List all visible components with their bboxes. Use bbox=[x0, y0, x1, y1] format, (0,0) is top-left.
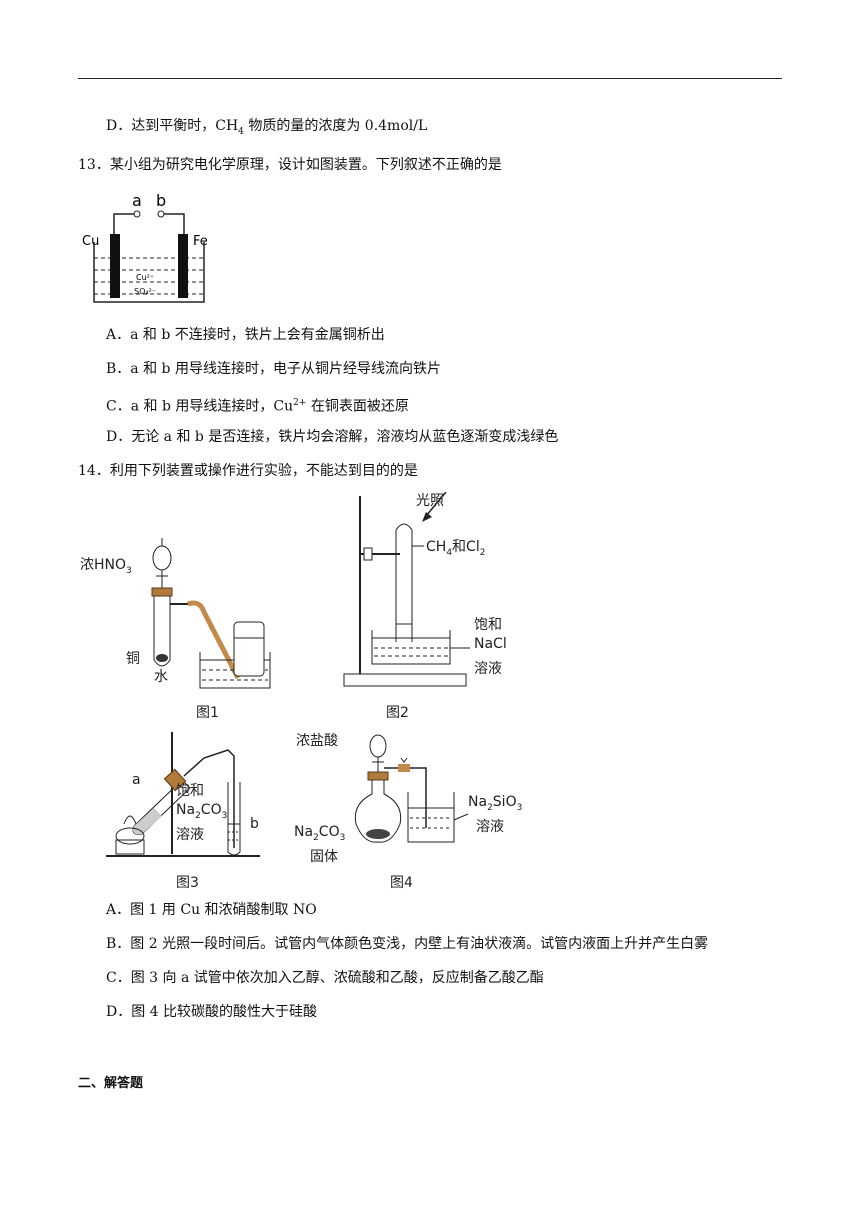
fig4-apparatus bbox=[354, 734, 469, 843]
fig2-caption: 图2 bbox=[386, 705, 409, 721]
q14-option-a: A．图 1 用 Cu 和浓硝酸制取 NO bbox=[106, 902, 317, 918]
q14-option-b: B．图 2 光照一段时间后。试管内气体颜色变浅，内壁上有油状液滴。试管内液面上升… bbox=[106, 936, 709, 952]
q12-option-d: D．达到平衡时，CH4 物质的量的浓度为 0.4mol/L bbox=[106, 118, 428, 137]
terminal-b-label: b bbox=[156, 191, 166, 210]
q14-stem: 14．利用下列装置或操作进行实验，不能达到目的的是 bbox=[78, 463, 418, 479]
cu-electrode bbox=[110, 234, 120, 298]
fig3-solution-line3: 溶液 bbox=[176, 827, 204, 843]
fig3-apparatus bbox=[106, 732, 260, 857]
fig3-tube-b-label: b bbox=[250, 816, 259, 832]
cu-ion-label: Cu²⁺ bbox=[136, 273, 154, 282]
fig2-solution-line2: NaCl bbox=[474, 636, 507, 652]
terminal-a-label: a bbox=[132, 191, 142, 210]
fig1-acid-label: 浓HNO3 bbox=[80, 557, 132, 576]
fig2-solution-line3: 溶液 bbox=[474, 661, 502, 677]
fig2-gas-label: CH4和Cl2 bbox=[426, 539, 486, 558]
q13-stem: 13．某小组为研究电化学原理，设计如图装置。下列叙述不正确的是 bbox=[78, 157, 502, 173]
q13-option-c: C．a 和 b 用导线连接时，Cu2+ 在铜表面被还原 bbox=[106, 398, 409, 415]
fig4-beaker-line2: 溶液 bbox=[476, 819, 504, 835]
sulfate-ion-label: SO₄²⁻ bbox=[134, 287, 156, 296]
fig4-caption: 图4 bbox=[390, 875, 413, 891]
fig2-apparatus bbox=[343, 492, 470, 687]
q14-option-d: D．图 4 比较碳酸的酸性大于硅酸 bbox=[106, 1004, 318, 1020]
cu-electrode-label: Cu bbox=[82, 234, 99, 249]
fig4-acid-label: 浓盐酸 bbox=[296, 733, 338, 749]
fig4-solid-line1: Na2CO3 bbox=[294, 824, 346, 843]
fig4-solid-line2: 固体 bbox=[310, 849, 338, 865]
fig3-solution-line1: 饱和 bbox=[176, 783, 204, 799]
fig3-solution-line2: Na2CO3 bbox=[176, 802, 228, 821]
fig1-water-label: 水 bbox=[154, 669, 168, 685]
terminal-b bbox=[157, 210, 165, 218]
fig2-light-label: 光照 bbox=[416, 493, 444, 509]
q13-option-d: D．无论 a 和 b 是否连接，铁片均会溶解，溶液均从蓝色逐渐变成浅绿色 bbox=[106, 429, 559, 445]
q13-option-b: B．a 和 b 用导线连接时，电子从铜片经导线流向铁片 bbox=[106, 361, 441, 377]
fig3-caption: 图3 bbox=[176, 875, 199, 891]
fe-electrode bbox=[178, 234, 188, 298]
beaker bbox=[93, 242, 205, 303]
q14-option-c: C．图 3 向 a 试管中依次加入乙醇、浓硫酸和乙酸，反应制备乙酸乙酯 bbox=[106, 970, 544, 986]
section-heading: 二、解答题 bbox=[78, 1076, 144, 1091]
q13-electrochem-figure: a b Cu Fe Cu²⁺ SO₄²⁻ bbox=[82, 191, 208, 303]
terminal-a bbox=[133, 210, 141, 218]
fig1-apparatus bbox=[151, 538, 271, 689]
fig1-copper-label: 铜 bbox=[126, 651, 140, 667]
q13-option-a: A．a 和 b 不连接时，铁片上会有金属铜析出 bbox=[106, 327, 385, 343]
fig1-caption: 图1 bbox=[196, 705, 219, 721]
header-rule bbox=[78, 78, 782, 79]
fig2-solution-line1: 饱和 bbox=[474, 617, 502, 633]
fe-electrode-label: Fe bbox=[193, 234, 208, 249]
fig4-beaker-line1: Na2SiO3 bbox=[468, 794, 523, 813]
fig3-tube-a-label: a bbox=[132, 772, 141, 788]
